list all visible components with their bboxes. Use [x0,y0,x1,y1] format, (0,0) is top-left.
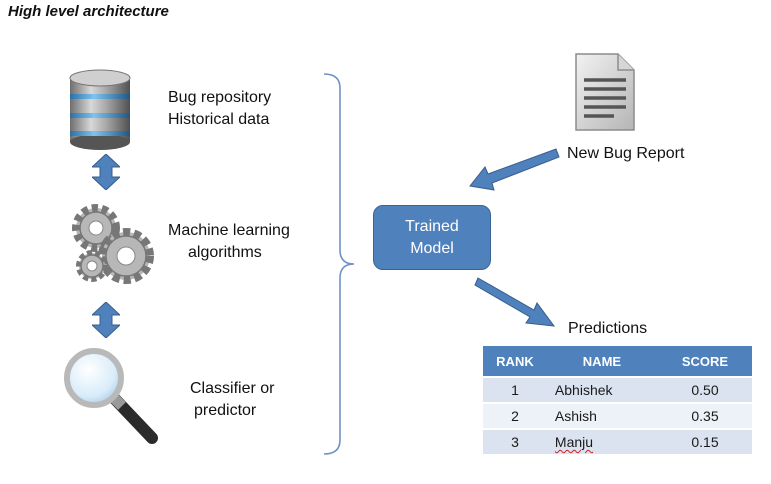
double-arrow-icon [92,154,120,190]
table-row: 1 Abhishek 0.50 [483,378,752,402]
rank-column-header: RANK [483,346,547,376]
classifier-label-line: predictor [194,402,257,419]
repository-label-line: Bug repository [168,89,272,106]
name-cell: Abhishek [546,378,658,402]
model-label-line: Trained [405,217,459,235]
arrow-icon [474,277,556,327]
classifier-label-line: Classifier or [190,380,275,397]
page-title: High level architecture [8,3,169,20]
table-row: 3 Manju 0.15 [483,430,752,454]
algorithms-label: Machine learning algorithms [168,220,290,264]
double-arrow-icon [92,302,120,338]
magnifier-icon [64,348,158,444]
algorithms-label-line: Machine learning [168,222,290,239]
rank-cell: 3 [483,430,547,454]
trained-model-box: Trained Model [373,205,491,270]
score-cell: 0.50 [657,378,752,402]
database-icon [69,69,131,150]
rank-cell: 2 [483,404,547,428]
brace-icon [323,73,355,455]
classifier-label: Classifier or predictor [190,378,274,422]
table-header-row: RANK NAME SCORE [483,346,752,376]
score-cell: 0.35 [657,404,752,428]
arrow-icon [469,148,560,191]
rank-cell: 1 [483,378,547,402]
new-bug-report-label: New Bug Report [567,145,685,162]
score-cell: 0.15 [657,430,752,454]
table-row: 2 Ashish 0.35 [483,404,752,428]
repository-label: Bug repository Historical data [168,87,271,131]
model-label-line: Model [410,239,454,257]
name-column-header: NAME [546,346,658,376]
gears-icon [72,204,154,284]
predictions-table: RANK NAME SCORE 1 Abhishek 0.50 2 Ashish… [483,344,752,456]
predictions-heading: Predictions [568,320,648,337]
document-icon [575,53,635,131]
name-text: Manju [554,434,594,450]
name-cell: Manju [546,430,658,454]
algorithms-label-line: algorithms [188,244,262,261]
repository-label-line: Historical data [168,111,270,128]
name-cell: Ashish [546,404,658,428]
score-column-header: SCORE [657,346,752,376]
